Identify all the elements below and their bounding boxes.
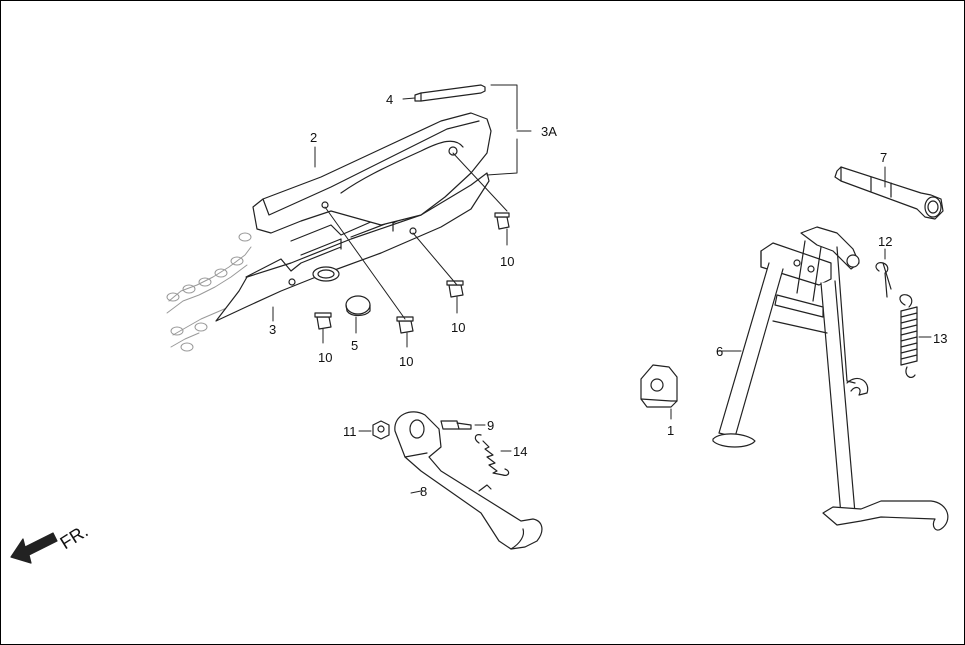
callout-7: 7 <box>880 150 888 165</box>
side-stand-part-8 <box>394 411 543 550</box>
callout-10-upper: 10 <box>500 254 515 269</box>
split-pin-part-12 <box>875 248 892 298</box>
callout-10-lower: 10 <box>399 354 414 369</box>
front-direction-arrow-icon <box>10 532 58 564</box>
callout-4: 4 <box>386 92 394 107</box>
bolts-part-10 <box>314 212 510 334</box>
callout-2: 2 <box>310 130 318 145</box>
callout-9: 9 <box>487 418 495 433</box>
callout-10-middle: 10 <box>451 320 466 335</box>
callout-8: 8 <box>420 484 428 499</box>
callout-13: 13 <box>933 331 948 346</box>
drive-chain <box>166 232 252 352</box>
pin-part-4 <box>414 84 486 102</box>
callout-14: 14 <box>513 444 528 459</box>
nut-part-11 <box>358 420 390 440</box>
chain-case-lower-part <box>215 172 490 322</box>
spring-part-14 <box>474 434 512 476</box>
bracket-part-1 <box>640 364 678 420</box>
leader-lines-case <box>272 84 532 348</box>
pivot-shaft-part-7 <box>834 166 944 220</box>
main-stand-part-6 <box>712 226 949 531</box>
callout-6: 6 <box>716 344 724 359</box>
callout-3a: 3A <box>541 124 557 139</box>
callout-1: 1 <box>667 423 675 438</box>
callout-10-left: 10 <box>318 350 333 365</box>
callout-12: 12 <box>878 234 893 249</box>
cap-part-5 <box>345 295 371 317</box>
callout-11: 11 <box>343 424 357 439</box>
chain-case-upper-part <box>252 112 492 234</box>
callout-3: 3 <box>269 322 277 337</box>
callout-5: 5 <box>351 338 359 353</box>
spring-part-13 <box>899 294 932 379</box>
bolt-part-9 <box>440 420 486 430</box>
